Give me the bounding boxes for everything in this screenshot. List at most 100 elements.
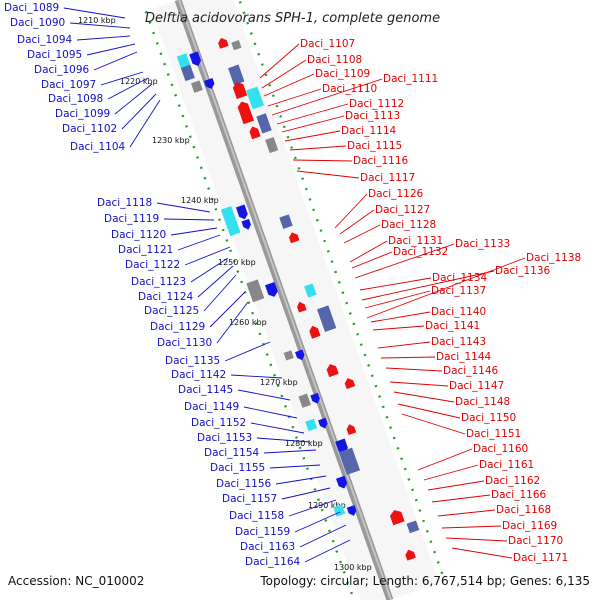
gene-block	[338, 447, 361, 475]
accession-text: Accession: NC_010002	[8, 574, 144, 588]
gene-arrow	[346, 505, 357, 516]
gene-label: Daci_1153	[197, 432, 252, 444]
gene-label: Daci_1144	[436, 351, 492, 363]
gene-label: Daci_1154	[204, 447, 260, 459]
leader-line	[351, 251, 393, 269]
leader-line	[288, 499, 337, 517]
gene-label: Daci_1171	[513, 552, 568, 564]
leader-line	[366, 257, 526, 319]
gene-block	[406, 520, 420, 534]
gene-arrow	[265, 281, 278, 297]
gene-label: Daci_1095	[27, 49, 82, 61]
leader-line	[114, 83, 153, 115]
gene-label: Daci_1135	[165, 355, 220, 367]
gene-arrow	[237, 101, 255, 125]
gene-label: Daci_1096	[34, 64, 90, 76]
leader-line	[69, 22, 131, 29]
leader-line	[76, 35, 131, 41]
backbone-highlight	[178, 0, 392, 600]
gene-arrow	[318, 417, 328, 429]
gene-label: Daci_1111	[383, 73, 438, 85]
gene-shape	[283, 350, 294, 361]
leader-line	[380, 356, 436, 359]
gene-shape	[326, 364, 339, 378]
leader-line	[86, 43, 136, 56]
gene-block	[298, 393, 311, 408]
gene-shape	[237, 101, 255, 125]
leader-line	[63, 7, 126, 19]
gene-shape	[389, 510, 405, 526]
gene-block	[304, 283, 317, 298]
leader-line	[190, 257, 229, 283]
leader-line	[156, 202, 211, 213]
gene-label: Daci_1094	[17, 34, 73, 46]
gene-label: Daci_1170	[508, 535, 563, 547]
gene-label: Daci_1121	[118, 244, 173, 256]
gene-shape	[309, 325, 321, 339]
gene-shape	[246, 86, 265, 110]
gene-label: Daci_1156	[216, 478, 272, 490]
gene-label: Daci_1138	[526, 252, 581, 264]
gene-label: Daci_1115	[347, 140, 402, 152]
gene-shape	[228, 64, 245, 86]
leader-line	[243, 406, 298, 419]
gene-label: Daci_1145	[178, 384, 233, 396]
gene-label: Daci_1116	[353, 155, 409, 167]
gene-shape	[246, 279, 265, 303]
gene-block	[305, 418, 318, 432]
leader-line	[370, 311, 431, 323]
gene-shape	[232, 82, 248, 100]
gene-shape	[235, 204, 248, 220]
leader-line	[216, 301, 249, 344]
gene-block	[256, 113, 272, 134]
gene-label: Daci_1108	[307, 54, 362, 66]
leader-line	[385, 367, 443, 372]
tick-label: 1270 kbp	[260, 378, 298, 387]
leader-line	[163, 218, 215, 221]
gene-arrow	[405, 549, 416, 561]
gene-labels: Daci_1089Daci_1090Daci_1094Daci_1095Daci…	[4, 2, 581, 568]
gene-shape	[279, 214, 293, 229]
gene-shape	[298, 393, 311, 408]
gene-arrow	[288, 232, 300, 244]
gene-label: Daci_1137	[431, 285, 486, 297]
gene-label: Daci_1152	[191, 417, 246, 429]
leader-line	[269, 464, 321, 469]
gene-label: Daci_1134	[432, 272, 488, 284]
gene-shape	[203, 77, 215, 89]
leader-line	[361, 270, 495, 301]
leader-line	[393, 391, 455, 403]
gene-arrow	[309, 325, 321, 339]
gene-arrow	[310, 392, 320, 404]
leader-line	[107, 77, 149, 100]
gene-label: Daci_1158	[229, 510, 284, 522]
gene-arrow	[346, 424, 357, 435]
label-leader-lines	[63, 7, 526, 563]
summary-text: Topology: circular; Length: 6,767,514 bp…	[259, 574, 590, 588]
gene-shape	[180, 64, 195, 82]
gene-shape	[218, 37, 229, 49]
leader-line	[437, 509, 496, 517]
leader-line	[121, 93, 157, 130]
leader-line	[271, 78, 383, 116]
gene-label: Daci_1112	[349, 98, 404, 110]
gene-arrow	[203, 77, 215, 89]
leader-line	[294, 511, 341, 533]
gene-label: Daci_1110	[322, 83, 377, 95]
gene-shape	[249, 126, 261, 140]
leader-line	[296, 170, 360, 179]
gene-label: Daci_1090	[10, 17, 65, 29]
gene-label: Daci_1118	[97, 197, 152, 209]
gene-label: Daci_1159	[235, 526, 290, 538]
leader-line	[364, 290, 431, 309]
gene-label: Daci_1098	[48, 93, 103, 105]
tick-label: 1220 kbp	[120, 77, 158, 86]
leader-line	[230, 374, 283, 379]
gene-label: Daci_1151	[466, 428, 521, 440]
gene-arrow	[336, 475, 348, 489]
gene-label: Daci_1124	[138, 291, 194, 303]
gene-arrow	[335, 438, 348, 454]
gene-label: Daci_1097	[41, 79, 96, 91]
gene-label: Daci_1109	[315, 68, 370, 80]
